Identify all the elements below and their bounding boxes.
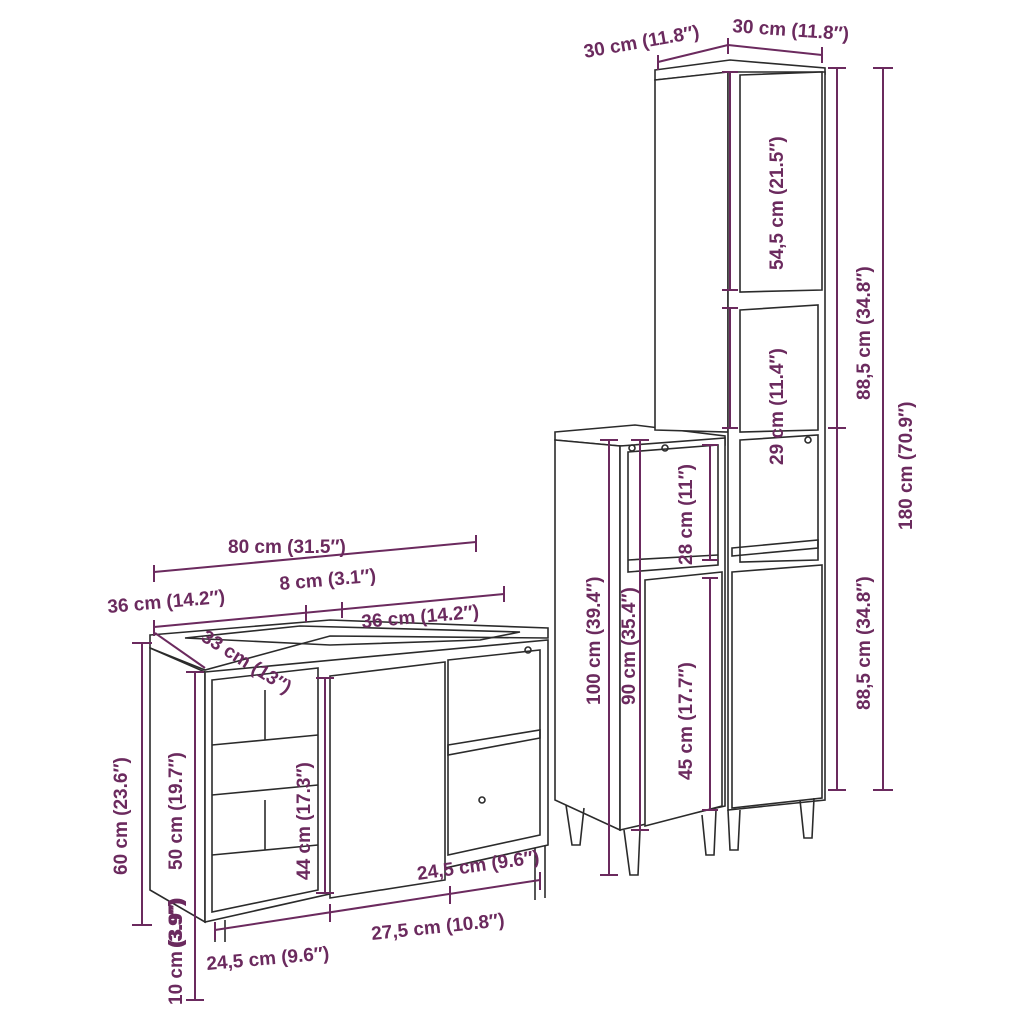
dimension-labels: 80 cm (31.5″) 36 cm (14.2″) 8 cm (3.1″) … xyxy=(107,16,917,1005)
sink-left-compartment xyxy=(211,667,319,913)
sink-center-door xyxy=(329,661,446,899)
sink-cabinet xyxy=(149,619,549,942)
mid-open-shelf xyxy=(627,444,719,573)
label-tall-upper-shelf: 29 cm (11.4″) xyxy=(767,348,788,465)
label-mid-shelf: 28 cm (11″) xyxy=(676,464,697,565)
tall-shelf-board xyxy=(731,539,819,557)
label-sink-depth-a: 36 cm (14.2″) xyxy=(107,587,226,618)
tall-top-door xyxy=(739,71,823,293)
tall-cabinet xyxy=(654,59,826,851)
tall-upper-shelf xyxy=(739,304,819,433)
mid-door xyxy=(644,571,723,828)
label-sink-door-height: 44 cm (17.3″) xyxy=(294,762,315,880)
mid-cabinet xyxy=(554,424,726,876)
sink-right-shelf xyxy=(447,729,541,756)
label-sink-height-body: 50 cm (19.7″) xyxy=(166,752,187,870)
label-mid-door: 45 cm (17.7″) xyxy=(676,662,697,780)
label-sink-left-width: 24,5 cm (9.6″) xyxy=(206,943,331,975)
label-tall-total: 180 cm (70.9″) xyxy=(896,402,917,530)
label-sink-width: 80 cm (31.5″) xyxy=(228,537,346,558)
label-tall-top-door: 54,5 cm (21.5″) xyxy=(767,136,788,270)
label-tall-lower-half: 88,5 cm (34.8″) xyxy=(854,576,875,710)
label-tall-width-b: 30 cm (11.8″) xyxy=(732,16,850,45)
label-sink-gap: 8 cm (3.1″) xyxy=(279,566,377,595)
sink-right-compartment xyxy=(447,649,541,856)
tall-bottom-door xyxy=(731,564,823,809)
label-mid-height: 100 cm (39.4″) xyxy=(584,577,605,705)
label-tall-upper-half: 88,5 cm (34.8″) xyxy=(854,266,875,400)
label-sink-door-width: 27,5 cm (10.8″) xyxy=(370,910,505,945)
tall-side xyxy=(654,71,729,433)
tall-lower-shelf xyxy=(739,434,819,563)
label-sink-height-total: 60 cm (23.6″) xyxy=(111,757,132,875)
dimension-lines xyxy=(132,38,893,1001)
label-mid-body: 90 cm (35.4″) xyxy=(619,587,640,705)
label-sink-leg-height: 10 cm (3.9″) xyxy=(166,898,187,1005)
label-sink-leg-short: (3.9″) xyxy=(166,900,187,948)
sink-recess xyxy=(184,625,521,646)
